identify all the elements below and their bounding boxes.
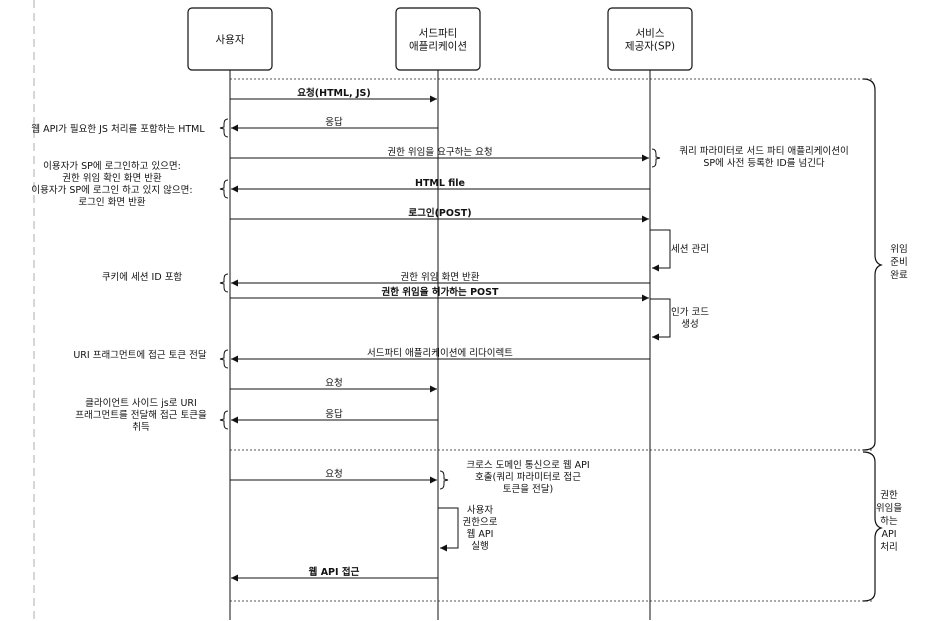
note-text: 이용자가 SP에 로그인하고 있으면:: [43, 160, 181, 172]
note-text: 크로스 도메인 통신으로 웹 API: [466, 460, 589, 471]
note-brace: [651, 148, 661, 168]
message-label: 웹 API 접근: [309, 566, 360, 578]
note-text: URI 프래그먼트에 접근 토큰 전달: [73, 349, 207, 361]
phase-brace-prep: [862, 78, 883, 451]
message-label: 응답: [325, 116, 343, 128]
self-call-arrow: [438, 507, 459, 552]
message-11: 요청: [230, 469, 437, 484]
note-text: 쿠키에 세션 ID 포함: [102, 272, 183, 283]
message-label: 권한 위임 화면 반환: [401, 271, 480, 283]
note-text: 권한 위임 확인 화면 반환: [62, 172, 162, 184]
note-text: 쿼리 파라미터로 서드 파티 애플리케이션이: [679, 146, 848, 157]
message-8: 서드파티 애플리케이션에 리다이렉트: [231, 348, 650, 363]
note-brace: [219, 118, 229, 138]
message-5: 로그인(POST): [230, 208, 649, 223]
note-text: 웹 API가 필요한 JS 처리를 포함하는 HTML: [31, 123, 205, 135]
note-text: 로그인 화면 반환: [78, 196, 145, 208]
message-9: 요청: [230, 378, 437, 393]
note-brace: [219, 349, 229, 369]
message-label: HTML file: [415, 178, 465, 189]
phase-label-text: 하는: [880, 515, 898, 527]
note-n5: URI 프래그먼트에 접근 토큰 전달: [73, 349, 229, 369]
message-label: 요청: [325, 378, 342, 389]
actor-label: 제공자(SP): [625, 41, 675, 53]
actor-user: 사용자: [187, 7, 273, 71]
phase-label-text: 위임: [890, 243, 907, 255]
message-label: 응답: [325, 408, 343, 420]
note-text: 프래그먼트를 전달해 접근 토큰을: [75, 409, 207, 421]
note-text: SP에 사전 등록한 ID를 넘긴다: [703, 158, 825, 169]
self-call-label: 세션 관리: [671, 244, 709, 255]
message-label: 요청(HTML, JS): [297, 87, 370, 99]
message-label: 권한 위임을 허가하는 POST: [382, 286, 499, 298]
phase-label-text: 권한: [880, 489, 898, 501]
self-call-label: 사용자: [467, 505, 493, 516]
message-10: 응답: [231, 408, 438, 424]
note-n4: 쿠키에 세션 ID 포함: [102, 272, 229, 293]
actor-label: 서비스: [636, 28, 665, 40]
self-call-label: 권한으로: [463, 516, 498, 528]
message-2: 응답: [231, 116, 438, 132]
self-call-label: 인가 코드: [671, 307, 709, 318]
note-text: 이용자가 SP에 로그인 하고 있지 않으면:: [31, 184, 192, 196]
note-n1: 웹 API가 필요한 JS 처리를 포함하는 HTML: [31, 118, 229, 138]
self-call-label: 생성: [681, 319, 698, 330]
phase-label-text: 처리: [880, 541, 897, 553]
message-7: 권한 위임을 허가하는 POST: [230, 286, 649, 302]
phase-label-text: 준비: [890, 257, 907, 268]
message-label: 요청: [325, 469, 342, 480]
phase-label-text: 위임을: [876, 502, 902, 514]
note-brace: [219, 273, 229, 293]
self-call-label: 실행: [471, 540, 488, 552]
note-brace: [219, 410, 229, 430]
message-1: 요청(HTML, JS): [230, 87, 437, 103]
actor-label: 애플리케이션: [409, 41, 467, 53]
actor-label: 서드파티: [419, 28, 458, 40]
note-text: 클라이언트 사이드 js로 URI: [85, 397, 197, 409]
self-call-label: 웹 API: [467, 529, 494, 540]
message-label: 로그인(POST): [408, 208, 471, 219]
phase-brace-api: [862, 451, 883, 602]
self-call-arrow: [650, 229, 671, 272]
message-12: 웹 API 접근: [231, 566, 438, 582]
note-brace: [219, 179, 229, 199]
note-text: 취득: [132, 422, 150, 433]
self-call-arrow: [650, 298, 671, 341]
phase-label-text: API: [881, 529, 896, 540]
message-3: 권한 위임을 요구하는 요청: [230, 146, 649, 162]
message-label: 권한 위임을 요구하는 요청: [387, 146, 492, 158]
message-4: HTML file: [231, 178, 650, 193]
note-brace: [439, 470, 449, 490]
phase-label-text: 완료: [890, 270, 908, 281]
message-label: 서드파티 애플리케이션에 리다이렉트: [367, 348, 513, 359]
message-6: 권한 위임 화면 반환: [231, 271, 650, 287]
actor-label: 사용자: [216, 34, 245, 46]
note-text: 토큰을 전달): [503, 483, 553, 495]
note-text: 호출(쿼리 파라미터로 접근: [475, 471, 581, 483]
self-call-1: 세션 관리: [650, 229, 709, 272]
